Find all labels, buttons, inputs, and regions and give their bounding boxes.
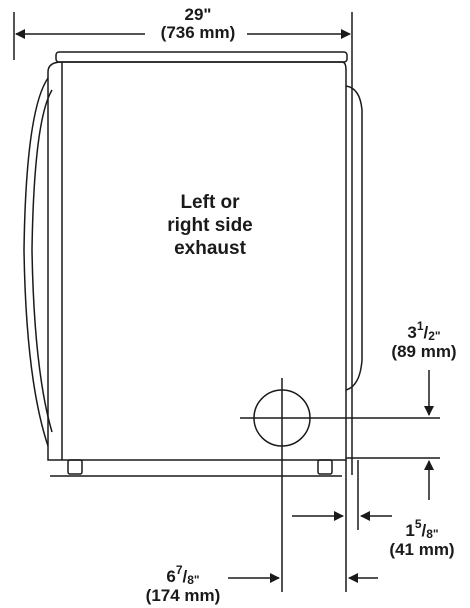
side-dimension-label: 15/8" (41 mm) [374,518,470,558]
side-metric: (41 mm) [389,539,455,559]
rear-foot [317,459,333,475]
dryer-rear-profile [345,85,363,391]
height-fraction: 31/2" [407,319,441,343]
exhaust-label-line3: exhaust [174,237,246,259]
offset-fraction: 67/8" [166,563,200,587]
offset-dimension-label: 67/8" (174 mm) [134,564,232,604]
exhaust-label-line2: right side [167,214,253,236]
width-dimension-label: 29" (736 mm) [150,6,246,42]
exhaust-label-line1: Left or [180,192,240,213]
exhaust-label: Left or right side exhaust [140,192,280,260]
dryer-cabinet [47,61,347,461]
width-inches: 29" [184,5,212,24]
side-fraction: 15/8" [405,517,439,541]
offset-metric: (174 mm) [145,585,221,605]
dryer-door-profile [23,77,49,447]
dryer-top-panel [55,51,348,63]
width-metric: (736 mm) [160,22,236,42]
dryer-door-inner [31,89,53,433]
height-dimension-label: 31/2" (89 mm) [378,320,470,360]
front-foot [67,459,83,475]
height-metric: (89 mm) [391,341,457,361]
